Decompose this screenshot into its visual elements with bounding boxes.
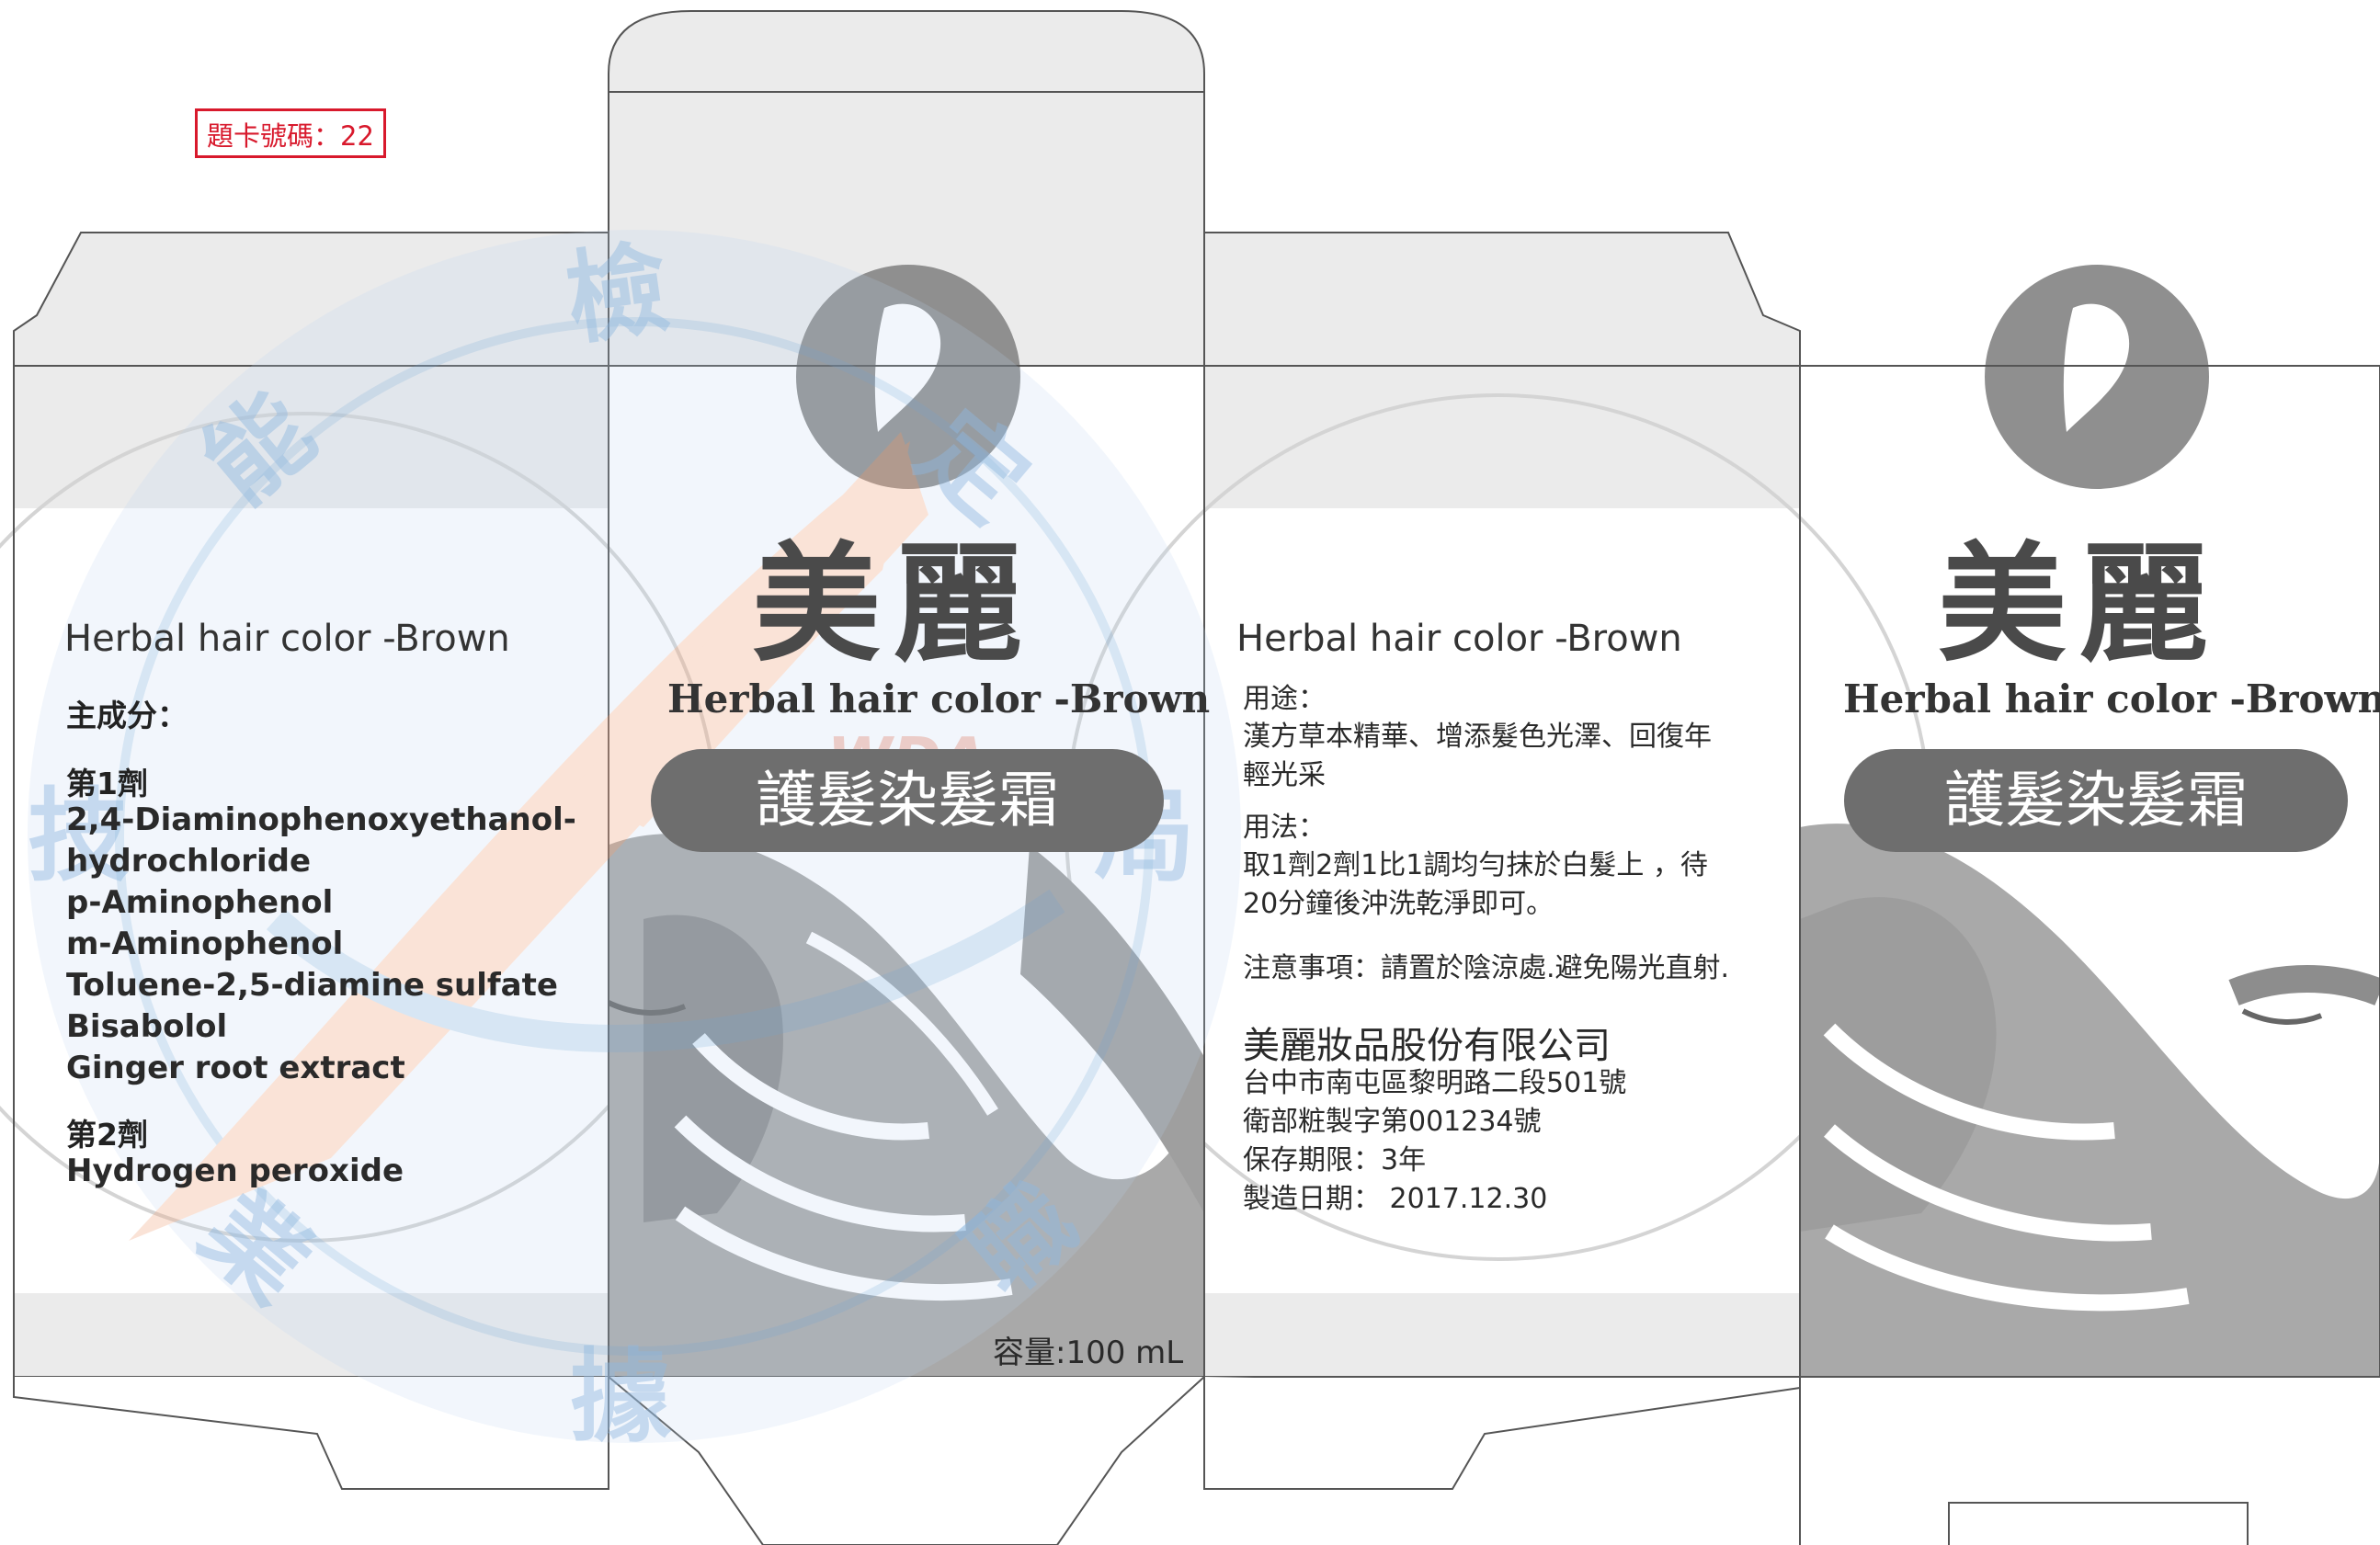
band-top-left [14, 366, 609, 508]
face-eye [609, 999, 687, 1016]
back-brand-logo: 美麗 [1938, 529, 2222, 680]
agent1-label: 第1劑 [66, 766, 148, 801]
bottom-flap-front [608, 1376, 1205, 1545]
ingredient-item: m-Aminophenol [66, 926, 344, 962]
back-artwork [1800, 824, 2380, 1377]
company-name: 美麗妝品股份有限公司 [1243, 1025, 1611, 1067]
volume-label: 容量:100 mL [993, 1335, 1184, 1371]
method-text-line: 20分鐘後沖洗乾淨即可。 [1243, 888, 1554, 920]
company-address: 台中市南屯區黎明路二段501號 [1243, 1067, 1627, 1099]
usage-text-line: 漢方草本精華、增添髮色光澤、回復年 [1243, 721, 1712, 753]
band-bottom-info [1204, 1293, 1800, 1377]
front-brand-logo: 美麗 [752, 529, 1036, 680]
watermark-seal [28, 230, 1241, 1443]
shelf-life: 保存期限：3年 [1243, 1144, 1427, 1176]
back-subtitle: Herbal hair color -Brown [1843, 676, 2380, 721]
band-top-info [1204, 366, 1800, 508]
bottom-flap-info [1203, 1377, 1801, 1490]
ingredient-item: p-Aminophenol [66, 884, 334, 921]
caution-text: 注意事項：請置於陰涼處.避免陽光直射. [1243, 952, 1730, 984]
front-subtitle: Herbal hair color -Brown [667, 676, 1211, 721]
license-number: 衛部粧製字第001234號 [1243, 1106, 1542, 1138]
back-product-name-badge: 護髮染髮霜 [1844, 749, 2348, 852]
front-product-name-badge: 護髮染髮霜 [651, 749, 1164, 852]
bottom-flap-back [1799, 1376, 2380, 1545]
usage-label: 用途： [1243, 683, 1326, 715]
ingredient-item: hydrochloride [66, 843, 312, 880]
left-panel-title: Herbal hair color -Brown [64, 618, 510, 660]
watermark-swoosh [129, 441, 910, 1241]
ingredients-label: 主成分： [66, 698, 188, 733]
top-tuck-flap [608, 10, 1205, 367]
agent1-ingredient-list: 2,4-Diaminophenoxyethanol- hydrochloride… [66, 800, 576, 1089]
agent2-label: 第2劑 [66, 1117, 148, 1153]
usage-text-line: 輕光采 [1243, 759, 1326, 791]
ingredient-item: 2,4-Diaminophenoxyethanol- [66, 801, 576, 838]
agent2-ingredient-item: Hydrogen peroxide [66, 1153, 404, 1189]
ingredient-item: Toluene-2,5-diamine sulfate [66, 967, 558, 1004]
card-number-label: 題卡號碼：22 [195, 108, 386, 158]
info-panel-title: Herbal hair color -Brown [1236, 618, 1682, 660]
ingredient-item: Ginger root extract [66, 1050, 405, 1086]
manufacture-date: 製造日期： 2017.12.30 [1243, 1183, 1548, 1215]
ingredient-item: Bisabolol [66, 1008, 228, 1045]
band-bottom-left [14, 1293, 609, 1377]
front-artwork [609, 834, 1204, 1377]
dust-flap-right [1203, 232, 1801, 367]
method-label: 用法： [1243, 812, 1326, 844]
bottom-flap-left [13, 1377, 609, 1490]
method-text-line: 取1劑2劑1比1調均勻抹於白髮上 ，待 [1243, 849, 1708, 881]
